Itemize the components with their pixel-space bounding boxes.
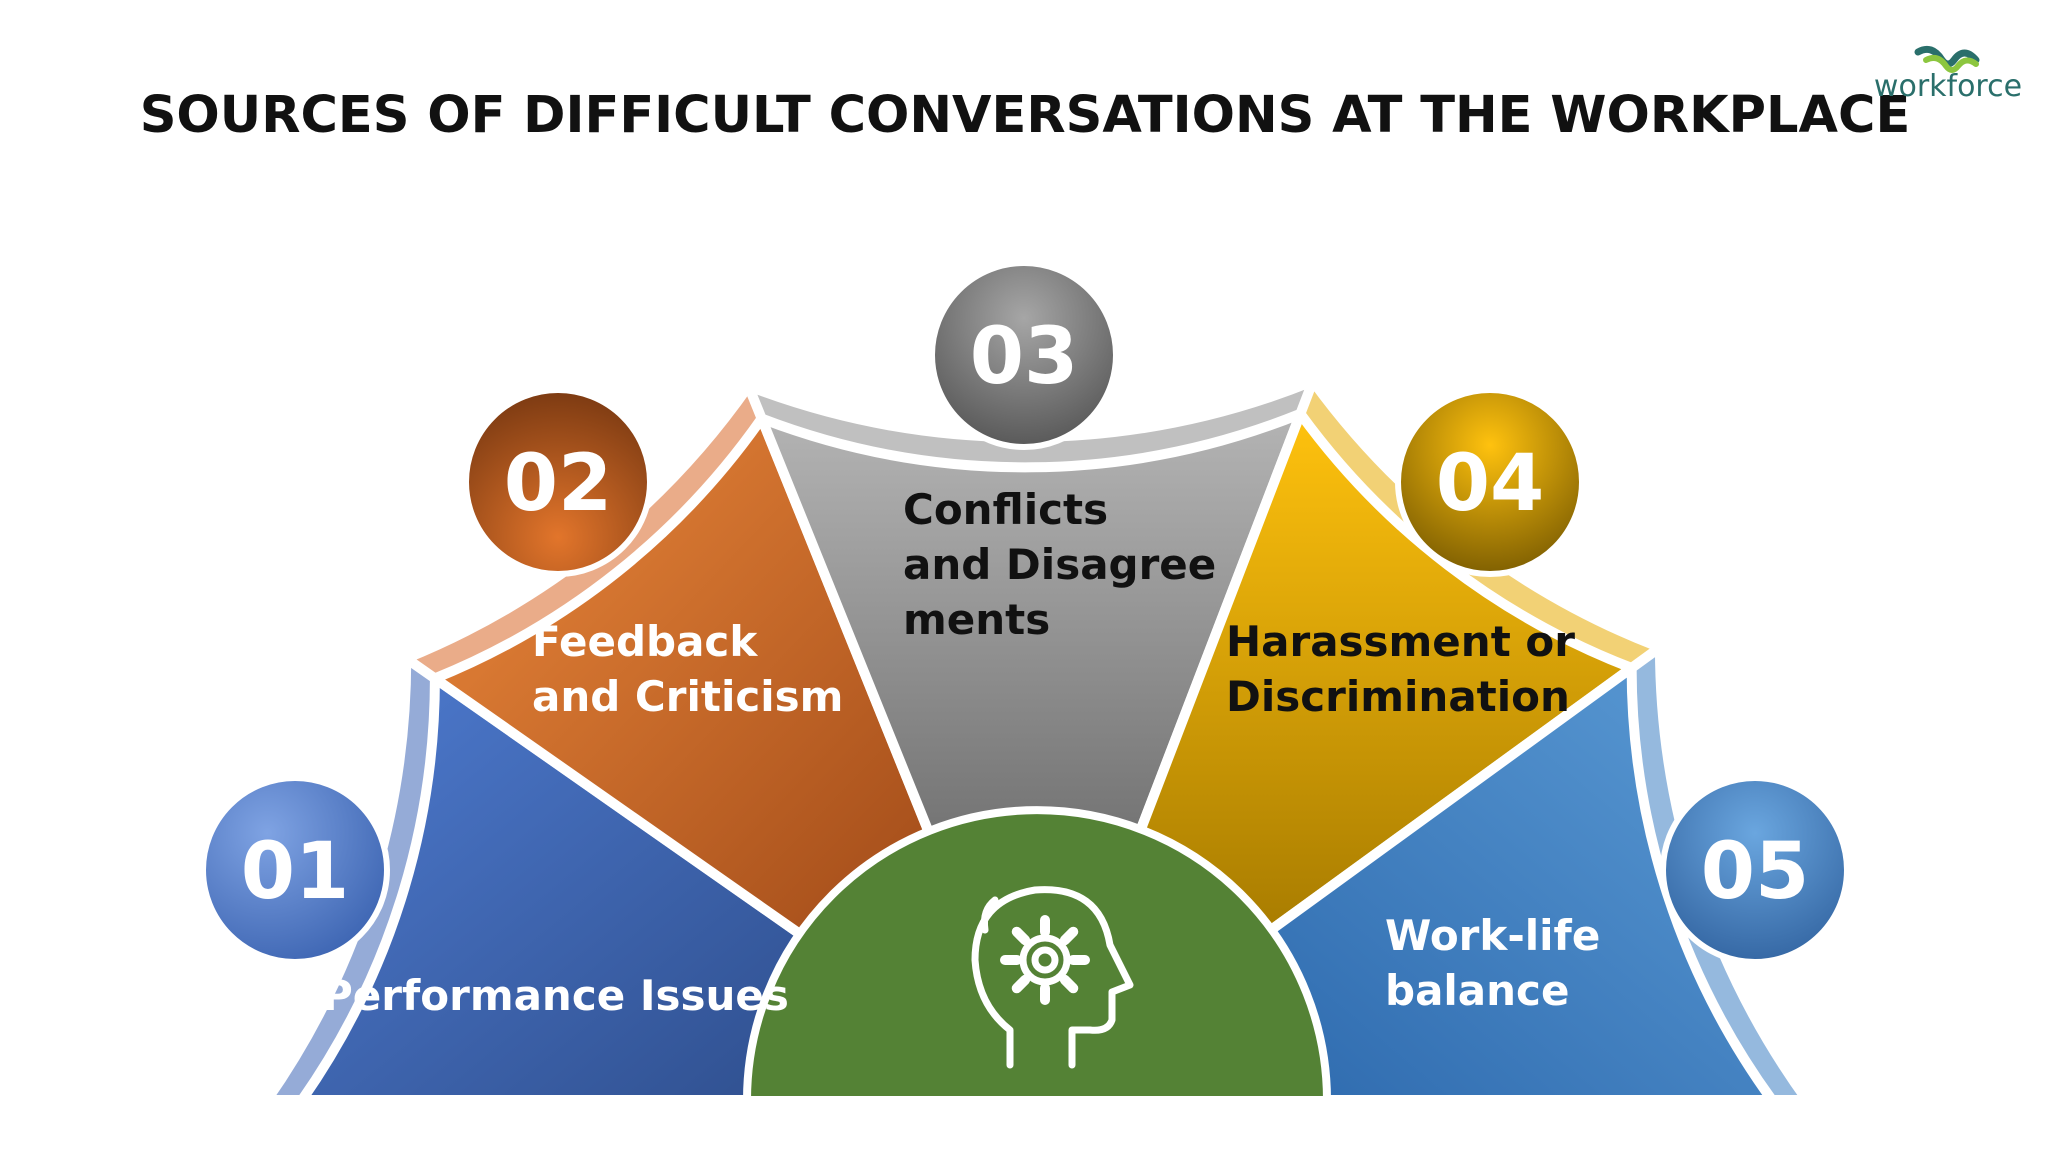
base-strip <box>240 1098 1840 1152</box>
segment-label-04: Harassment or Discrimination <box>1226 617 1575 721</box>
label-line: and Disagree <box>903 540 1216 589</box>
label-line: Performance Issues <box>322 971 789 1020</box>
label-line: ments <box>903 595 1050 644</box>
label-line: Feedback <box>532 617 758 666</box>
badge-05: 05 <box>1660 775 1850 965</box>
workforce-logo: workforce <box>1874 45 2022 104</box>
badge-group: 01 02 03 04 05 <box>200 260 1850 965</box>
segment-label-01: Performance Issues <box>322 971 789 1020</box>
center-hub <box>240 806 1840 1152</box>
label-line: Harassment or <box>1226 617 1575 666</box>
badge-circle <box>1660 775 1850 965</box>
badge-circle <box>200 775 390 965</box>
badge-number: 01 <box>241 827 350 917</box>
label-group: Performance Issues Feedback and Criticism C… <box>322 485 1600 1020</box>
segment-label-05: Work-life balance <box>1385 911 1600 1015</box>
badge-03: 03 <box>929 260 1119 450</box>
segment-label-02: Feedback and Criticism <box>532 617 843 721</box>
badge-01: 01 <box>200 775 390 965</box>
label-line: Work-life <box>1385 911 1600 960</box>
badge-number: 04 <box>1436 439 1545 529</box>
badge-number: 03 <box>970 312 1079 402</box>
label-line: balance <box>1385 966 1569 1015</box>
label-line: and Criticism <box>532 672 843 721</box>
badge-circle <box>1395 387 1585 577</box>
badge-circle <box>463 387 653 577</box>
label-line: Conflicts <box>903 485 1108 534</box>
badge-number: 05 <box>1701 827 1810 917</box>
label-line: Discrimination <box>1226 672 1570 721</box>
segment-label-03: Conflicts and Disagree ments <box>903 485 1216 644</box>
badge-number: 02 <box>504 439 613 529</box>
badge-circle <box>929 260 1119 450</box>
logo-text: workforce <box>1874 69 2022 104</box>
wedge-group <box>262 376 1812 1105</box>
head-gear-icon <box>971 886 1134 1069</box>
badge-02: 02 <box>463 387 653 577</box>
badge-04: 04 <box>1395 387 1585 577</box>
page-title: SOURCES OF DIFFICULT CONVERSATIONS AT TH… <box>140 86 1911 145</box>
